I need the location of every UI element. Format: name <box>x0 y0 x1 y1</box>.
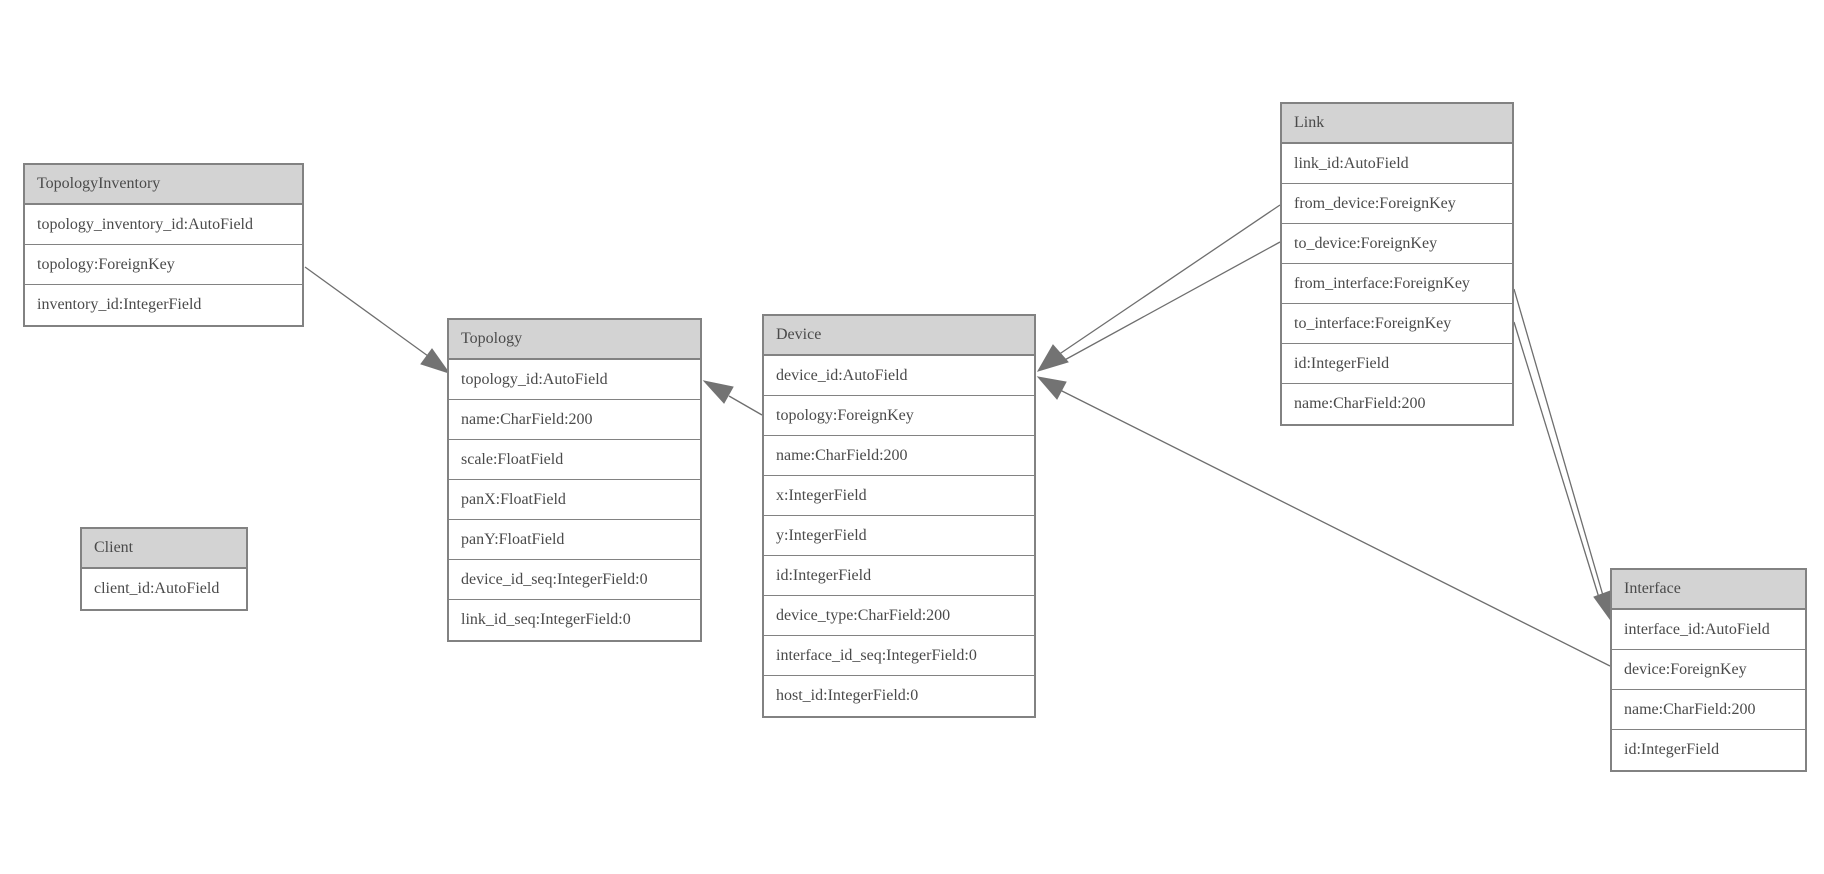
entity-device: Device device_id:AutoField topology:Fore… <box>762 314 1036 718</box>
entity-title: Topology <box>449 320 700 360</box>
entity-field-row: id:IntegerField <box>1282 344 1512 384</box>
entity-field-row: id:IntegerField <box>1612 730 1805 770</box>
edge-link-from-interface-to-interface <box>1513 288 1605 600</box>
entity-title: Device <box>764 316 1034 356</box>
entity-field-row: inventory_id:IntegerField <box>25 285 302 325</box>
entity-field-row: device_id_seq:IntegerField:0 <box>449 560 700 600</box>
entity-topology: Topology topology_id:AutoField name:Char… <box>447 318 702 642</box>
entity-field-row: y:IntegerField <box>764 516 1034 556</box>
arrowhead-interface-device <box>1036 376 1067 400</box>
entity-field-row: interface_id_seq:IntegerField:0 <box>764 636 1034 676</box>
entity-field-row: panX:FloatField <box>449 480 700 520</box>
entity-topology-inventory: TopologyInventory topology_inventory_id:… <box>23 163 304 327</box>
entity-client: Client client_id:AutoField <box>80 527 248 611</box>
entity-field-row: from_interface:ForeignKey <box>1282 264 1512 304</box>
edge-link-to-interface-to-interface <box>1513 321 1601 602</box>
entity-field-row: device:ForeignKey <box>1612 650 1805 690</box>
entity-field-row: interface_id:AutoField <box>1612 610 1805 650</box>
entity-field-row: device_id:AutoField <box>764 356 1034 396</box>
arrowhead-device-topology <box>702 380 734 404</box>
edge-link-to-device-to-device <box>1060 241 1281 363</box>
entity-field-row: to_interface:ForeignKey <box>1282 304 1512 344</box>
entity-field-row: topology:ForeignKey <box>25 245 302 285</box>
entity-field-row: name:CharField:200 <box>1282 384 1512 424</box>
arrowhead-topologyinventory-topology <box>420 348 451 374</box>
arrowhead-link-device <box>1036 344 1069 372</box>
entity-field-row: name:CharField:200 <box>764 436 1034 476</box>
entity-title: Client <box>82 529 246 569</box>
edge-interface-device <box>1059 389 1611 667</box>
entity-field-row: name:CharField:200 <box>1612 690 1805 730</box>
entity-field-row: from_device:ForeignKey <box>1282 184 1512 224</box>
entity-field-row: client_id:AutoField <box>82 569 246 609</box>
entity-field-row: link_id:AutoField <box>1282 144 1512 184</box>
entity-field-row: panY:FloatField <box>449 520 700 560</box>
entity-link: Link link_id:AutoField from_device:Forei… <box>1280 102 1514 426</box>
entity-field-row: device_type:CharField:200 <box>764 596 1034 636</box>
entity-field-row: host_id:IntegerField:0 <box>764 676 1034 716</box>
entity-field-row: scale:FloatField <box>449 440 700 480</box>
entity-title: Interface <box>1612 570 1805 610</box>
entity-field-row: x:IntegerField <box>764 476 1034 516</box>
edge-link-from-device-to-device <box>1057 204 1281 356</box>
entity-interface: Interface interface_id:AutoField device:… <box>1610 568 1807 772</box>
entity-field-row: to_device:ForeignKey <box>1282 224 1512 264</box>
entity-field-row: link_id_seq:IntegerField:0 <box>449 600 700 640</box>
entity-field-row: name:CharField:200 <box>449 400 700 440</box>
edge-device-topology <box>728 395 763 416</box>
entity-field-row: id:IntegerField <box>764 556 1034 596</box>
entity-field-row: topology_inventory_id:AutoField <box>25 205 302 245</box>
entity-field-row: topology_id:AutoField <box>449 360 700 400</box>
entity-title: Link <box>1282 104 1512 144</box>
entity-field-row: topology:ForeignKey <box>764 396 1034 436</box>
entity-title: TopologyInventory <box>25 165 302 205</box>
edge-topologyinventory-topology <box>304 266 429 357</box>
